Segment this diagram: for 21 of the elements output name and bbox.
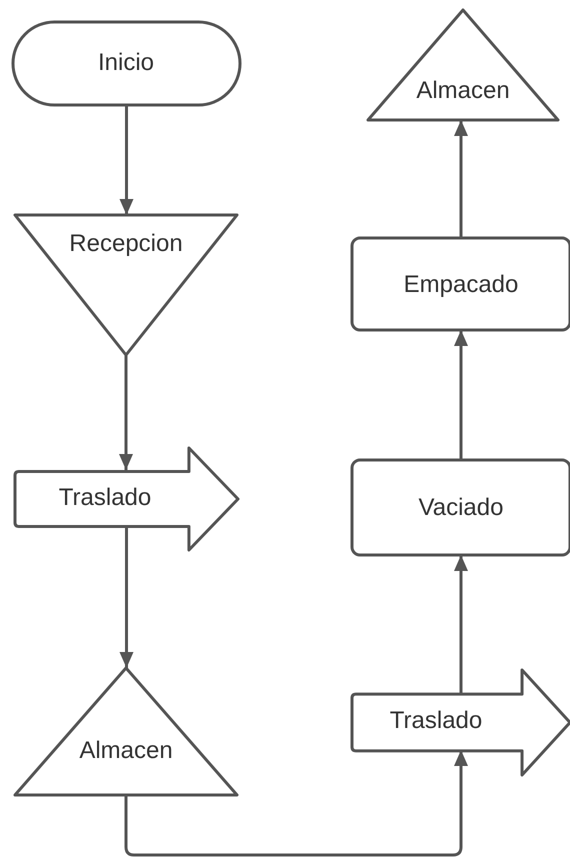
arrow — [454, 330, 468, 460]
process-box — [352, 238, 570, 330]
arrow — [454, 120, 468, 238]
node-label: Almacen — [79, 738, 173, 764]
arrow — [120, 105, 134, 215]
block-arrow — [15, 448, 238, 550]
arrow — [124, 750, 468, 856]
arrow — [454, 555, 468, 695]
triangle-shape — [368, 10, 558, 120]
process-box — [352, 460, 570, 555]
node-label: Almacen — [416, 78, 510, 104]
block-arrow — [352, 670, 570, 775]
node-label: Recepcion — [69, 231, 183, 258]
node-label: Vaciado — [418, 495, 504, 522]
node-label: Traslado — [390, 708, 482, 734]
node-label: Empacado — [404, 272, 518, 298]
triangle-shape — [15, 668, 237, 795]
inverted-triangle — [15, 215, 237, 355]
arrow — [119, 355, 133, 470]
node-label: Traslado — [58, 485, 152, 512]
node-label: Inicio — [98, 50, 154, 76]
